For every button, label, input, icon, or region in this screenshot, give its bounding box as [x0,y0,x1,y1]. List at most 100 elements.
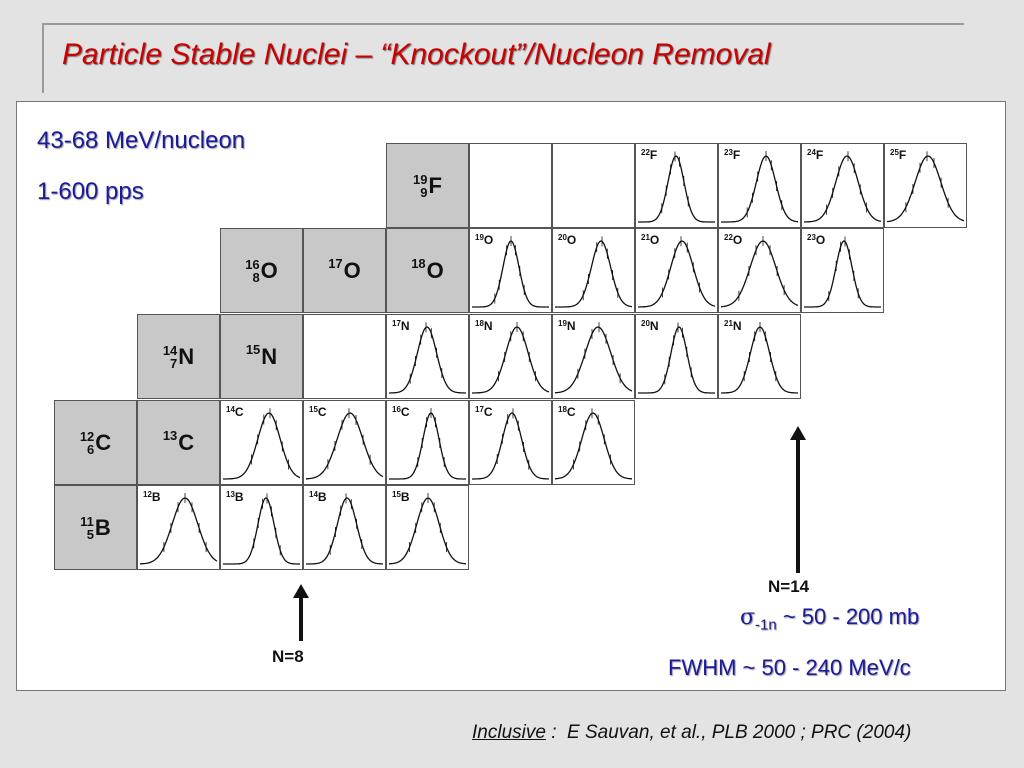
momentum-distribution-curve [472,322,550,394]
distribution-label: 17N [392,319,410,333]
momentum-distribution-curve [720,236,799,308]
mass-number: 20 [558,233,567,242]
mass-number: 19 [475,233,484,242]
momentum-distribution-curve [555,236,633,308]
momentum-distribution-curve [638,236,716,308]
distribution-cell-o20: 20O [552,228,635,313]
distribution-cell-b12: 12B [137,485,220,570]
distribution-label: 15B [392,490,410,504]
mass-number: 22 [641,148,650,157]
momentum-distribution-curve [223,493,300,565]
element-symbol: B [151,490,161,504]
mass-number: 15 [245,342,261,357]
element-symbol: C [483,405,493,419]
element-symbol: O [649,233,660,247]
momentum-distribution-curve [638,322,715,394]
cross-section-value: ~ 50 - 200 mb [776,604,920,629]
element-symbol: O [343,257,361,283]
distribution-cell-f24: 24F [801,143,884,228]
slide-title: Particle Stable Nuclei – “Knockout”/Nucl… [62,38,771,71]
distribution-label: 17C [475,405,493,419]
momentum-distribution-curve [804,236,881,308]
distribution-cell-o23: 23O [801,228,884,313]
mass-number: 11 [80,513,94,529]
element-symbol: F [815,148,824,162]
mass-number: 14 [309,490,318,499]
distribution-label: 15C [309,405,327,419]
momentum-distribution-curve [223,408,301,480]
title-rule-top [42,23,964,25]
element-symbol: C [178,429,195,455]
distribution-label: 22O [724,233,742,247]
distribution-cell-n19: 19N [552,314,635,399]
element-symbol: C [317,405,327,419]
distribution-cell-o22: 22O [718,228,801,313]
element-symbol: N [400,319,410,333]
distribution-label: 13B [226,490,244,504]
momentum-distribution-curve [139,493,218,565]
element-symbol: B [94,514,111,540]
mass-number: 17 [328,256,343,271]
n14-arrow-icon [790,426,806,573]
distribution-cell-b15: 15B [386,485,469,570]
element-symbol: F [428,172,442,198]
mass-number: 18 [411,256,426,271]
distribution-cell-c15: 15C [303,400,386,485]
distribution-label: 14C [226,405,244,419]
distribution-label: 21N [724,319,742,333]
distribution-cell-n21: 21N [718,314,801,399]
n8-label: N=8 [272,647,304,666]
mass-number: 22 [724,233,733,242]
distribution-cell-o21: 21O [635,228,718,313]
distribution-cell-b14: 14B [303,485,386,570]
atomic-number: 6 [87,441,95,457]
mass-number: 16 [245,256,260,272]
momentum-distribution-curve [472,236,549,308]
distribution-label: 20O [558,233,576,247]
element-symbol: B [317,490,327,504]
element-symbol: F [649,148,658,162]
footer-reference: Inclusive : E Sauvan, et al., PLB 2000 ;… [472,722,911,744]
distribution-cell-c16: 16C [386,400,469,485]
mass-number: 19 [413,171,428,187]
distribution-cell-f25: 25F [884,143,967,228]
element-symbol: C [95,429,112,455]
distribution-cell-n18: 18N [469,314,552,399]
distribution-label: 23F [724,148,740,162]
n14-label: N=14 [768,577,810,596]
momentum-distribution-curve [306,493,383,565]
element-symbol: C [234,405,244,419]
mass-number: 23 [724,148,733,157]
mass-number: 15 [392,490,401,499]
element-symbol: N [178,343,195,369]
mass-number: 24 [807,148,816,157]
element-symbol: O [566,233,577,247]
atomic-number: 8 [252,269,260,285]
mass-number: 14 [226,405,235,414]
distribution-label: 12B [143,490,161,504]
sigma-symbol: σ [740,605,756,630]
mass-number: 21 [724,319,733,328]
momentum-distribution-curve [389,493,467,565]
element-symbol: F [898,148,907,162]
sigma-subscript: -1n [755,616,777,634]
mass-number: 17 [392,319,401,328]
element-symbol: O [260,257,278,283]
element-symbol: N [732,319,742,333]
element-symbol: O [426,257,444,283]
distribution-label: 16C [392,405,410,419]
element-symbol: F [732,148,741,162]
empty-cell [303,314,386,399]
element-symbol: B [234,490,244,504]
footer-inclusive: Inclusive [472,722,546,743]
distribution-label: 24F [807,148,823,162]
distribution-label: 21O [641,233,659,247]
